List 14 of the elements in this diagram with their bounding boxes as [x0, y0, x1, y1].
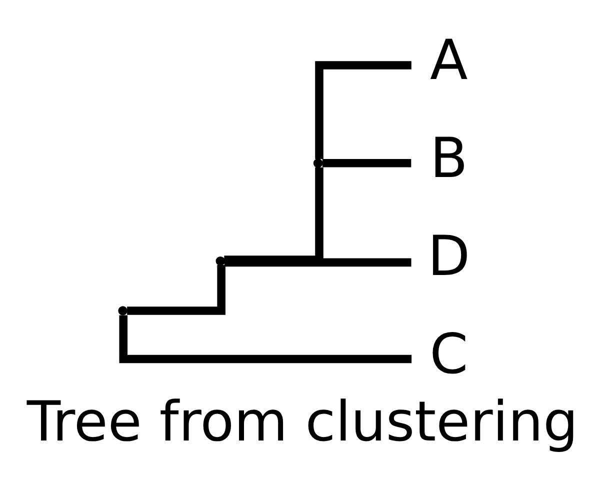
connector	[224, 166, 324, 264]
node-point	[313, 158, 323, 168]
node-point	[118, 306, 128, 315]
connector	[127, 264, 226, 314]
node-text: B	[430, 126, 468, 190]
connector	[315, 60, 412, 158]
connector	[119, 314, 412, 363]
node-text: C	[430, 322, 468, 386]
connector	[322, 158, 412, 167]
connector	[224, 258, 412, 266]
caption: Tree from clustering	[26, 390, 578, 454]
node-text: A	[430, 28, 468, 93]
node-point	[216, 256, 226, 266]
node-text: D	[428, 224, 470, 288]
